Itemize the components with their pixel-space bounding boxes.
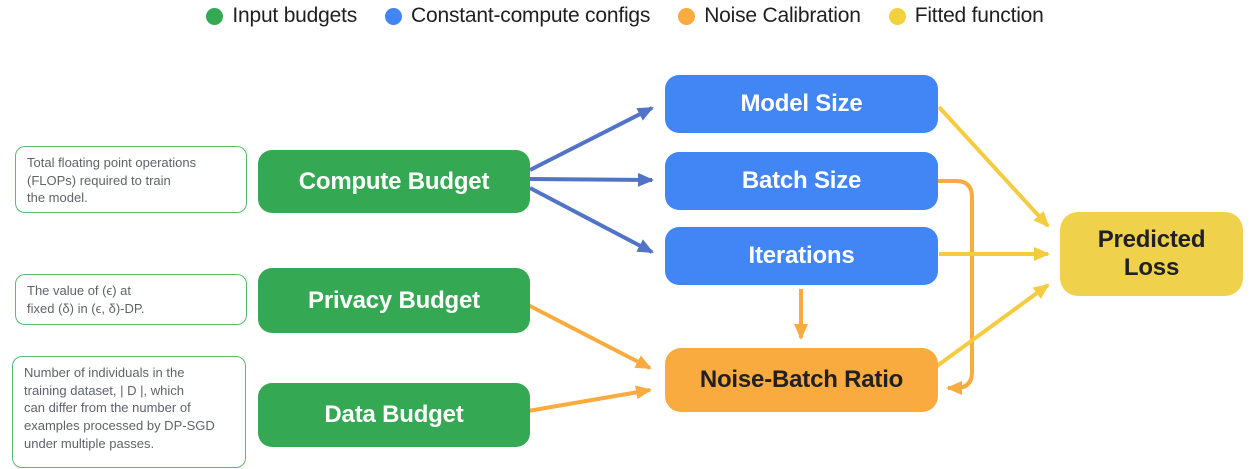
arrow-noise-to-loss bbox=[935, 283, 1050, 368]
legend-item-noise-calibration: Noise Calibration bbox=[678, 4, 861, 28]
arrow-compute-to-model-size bbox=[529, 106, 654, 172]
orange-dot-icon bbox=[678, 7, 696, 25]
node-iterations: Iterations bbox=[665, 227, 938, 285]
node-model-size: Model Size bbox=[665, 75, 938, 133]
node-predicted-loss: Predicted Loss bbox=[1060, 212, 1243, 296]
yellow-dot-icon bbox=[888, 7, 906, 25]
legend-label: Noise Calibration bbox=[704, 4, 861, 27]
arrow-compute-to-batch-size bbox=[529, 172, 654, 187]
node-privacy-budget: Privacy Budget bbox=[258, 268, 530, 333]
note-privacy-budget: The value of (ϵ) at fixed (δ) in (ϵ, δ)-… bbox=[15, 274, 247, 325]
legend-item-input-budgets: Input budgets bbox=[206, 4, 357, 28]
legend-label: Input budgets bbox=[232, 4, 358, 27]
blue-dot-icon bbox=[385, 7, 403, 25]
arrow-data-to-noise bbox=[527, 385, 652, 413]
legend-label: Constant-compute configs bbox=[411, 4, 651, 27]
arrow-compute-to-iterations bbox=[529, 186, 654, 254]
arrow-privacy-to-noise bbox=[527, 303, 652, 370]
arrow-batch-to-noise bbox=[936, 179, 974, 395]
legend-item-constant-compute-configs: Constant-compute configs bbox=[385, 4, 650, 28]
legend: Input budgets Constant-compute configs N… bbox=[0, 4, 1250, 28]
note-data-budget: Number of individuals in the training da… bbox=[12, 356, 246, 468]
node-compute-budget: Compute Budget bbox=[258, 150, 530, 213]
legend-item-fitted-function: Fitted function bbox=[888, 4, 1044, 28]
legend-label: Fitted function bbox=[914, 4, 1044, 27]
node-noise-batch-ratio: Noise-Batch Ratio bbox=[665, 348, 938, 412]
node-batch-size: Batch Size bbox=[665, 152, 938, 210]
node-data-budget: Data Budget bbox=[258, 383, 530, 447]
note-compute-budget: Total floating point operations (FLOPs) … bbox=[15, 146, 247, 213]
green-dot-icon bbox=[206, 7, 224, 25]
arrow-model-to-loss bbox=[937, 105, 1050, 228]
